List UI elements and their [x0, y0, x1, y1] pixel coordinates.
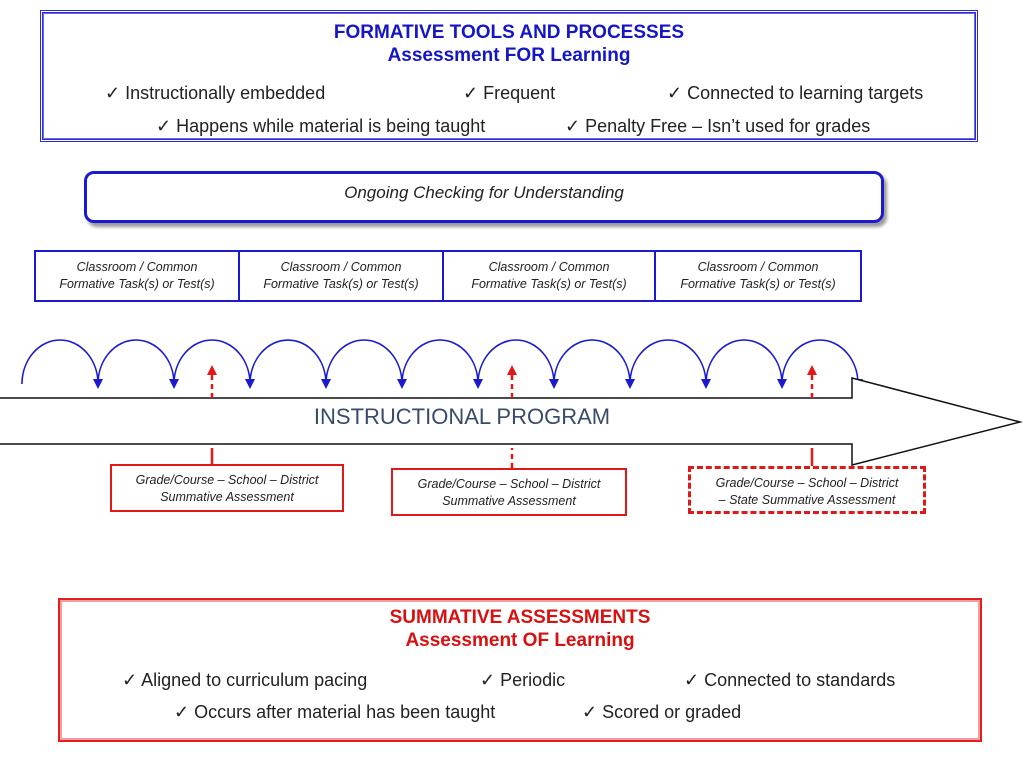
formative-subtitle: Assessment FOR Learning: [387, 45, 631, 66]
summative-point-line: Grade/Course – School – District: [135, 473, 319, 487]
formative-item: ✓ Connected to learning targets: [667, 83, 924, 103]
summative-item: ✓ Periodic: [480, 670, 566, 690]
summative-item: ✓ Scored or graded: [582, 702, 742, 722]
task-line: Formative Task(s) or Test(s): [59, 277, 215, 291]
summative-title: SUMMATIVE ASSESSMENTS: [389, 607, 651, 628]
arc-arrow: [629, 339, 711, 389]
summative-point-line: Summative Assessment: [160, 490, 294, 504]
arc-arrow: [173, 339, 255, 389]
task-line: Formative Task(s) or Test(s): [471, 277, 627, 291]
summative-point-line: Summative Assessment: [442, 494, 576, 508]
arc-arrow: [477, 339, 559, 389]
formative-item: ✓ Frequent: [463, 83, 556, 103]
task-line: Classroom / Common: [697, 260, 819, 274]
instructional-program-label: INSTRUCTIONAL PROGRAM: [313, 404, 611, 429]
classroom-task-box: Classroom / Common Formative Task(s) or …: [238, 250, 444, 302]
summative-connectors: [207, 365, 817, 468]
state-summative-point-box: Grade/Course – School – District – State…: [688, 466, 926, 514]
summative-item: ✓ Aligned to curriculum pacing: [122, 670, 368, 690]
arc-arrow: [249, 339, 331, 389]
task-line: Formative Task(s) or Test(s): [263, 277, 419, 291]
arc-arrow: [781, 339, 863, 389]
arc-arrow: [553, 339, 635, 389]
formative-item: ✓ Happens while material is being taught: [156, 116, 486, 136]
summative-item: ✓ Occurs after material has been taught: [174, 702, 496, 722]
task-line: Classroom / Common: [76, 260, 198, 274]
summative-point-line: Grade/Course – School – District: [417, 477, 601, 491]
task-line: Classroom / Common: [488, 260, 610, 274]
formative-box: FORMATIVE TOOLS AND PROCESSES Assessment…: [40, 10, 978, 142]
program-arrow: [0, 377, 1023, 466]
formative-title: FORMATIVE TOOLS AND PROCESSES: [333, 22, 685, 43]
arc-arrow: [21, 339, 103, 389]
summative-point-line: – State Summative Assessment: [718, 493, 896, 507]
summative-subtitle: Assessment OF Learning: [405, 630, 635, 651]
task-line: Formative Task(s) or Test(s): [680, 277, 836, 291]
iteration-arcs: [21, 339, 863, 389]
formative-item: ✓ Instructionally embedded: [105, 83, 326, 103]
summative-point-box: Grade/Course – School – District Summati…: [391, 468, 627, 516]
arc-arrow: [97, 339, 179, 389]
summative-box: SUMMATIVE ASSESSMENTS Assessment OF Lear…: [58, 598, 982, 742]
summative-item: ✓ Connected to standards: [684, 670, 896, 690]
classroom-task-box: Classroom / Common Formative Task(s) or …: [442, 250, 656, 302]
arc-arrow: [401, 339, 483, 389]
classroom-task-box: Classroom / Common Formative Task(s) or …: [654, 250, 862, 302]
summative-point-line: Grade/Course – School – District: [715, 476, 899, 490]
formative-item: ✓ Penalty Free – Isn’t used for grades: [565, 116, 871, 136]
arc-arrow: [705, 339, 787, 389]
arc-arrow: [325, 339, 407, 389]
summative-point-box: Grade/Course – School – District Summati…: [110, 464, 344, 512]
ongoing-checking-banner: Ongoing Checking for Understanding: [84, 171, 884, 223]
task-line: Classroom / Common: [280, 260, 402, 274]
